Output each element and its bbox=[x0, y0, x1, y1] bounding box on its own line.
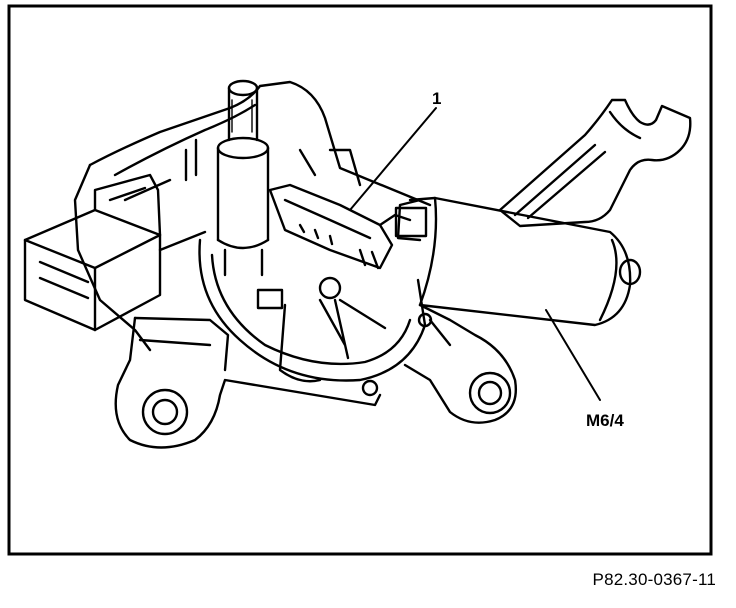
diagram-border bbox=[7, 4, 713, 556]
brush-holder-component bbox=[268, 183, 412, 270]
wiper-motor bbox=[394, 196, 642, 327]
figure-reference: P82.30-0367-11 bbox=[592, 570, 716, 589]
housing-screw bbox=[361, 379, 379, 397]
leader-line-1 bbox=[349, 107, 437, 211]
callout-label-motor: M6/4 bbox=[586, 411, 624, 430]
mounting-bracket-left bbox=[114, 316, 382, 449]
mounting-bracket-right bbox=[403, 303, 517, 424]
leader-line-motor bbox=[545, 309, 601, 401]
housing-base-plate bbox=[73, 80, 432, 352]
housing-screw-2 bbox=[417, 312, 433, 328]
output-shaft bbox=[216, 79, 270, 277]
wiper-arm-bracket bbox=[498, 98, 692, 228]
callout-label-1: 1 bbox=[432, 89, 441, 108]
gear-housing bbox=[198, 238, 427, 383]
electrical-connector bbox=[23, 173, 207, 332]
